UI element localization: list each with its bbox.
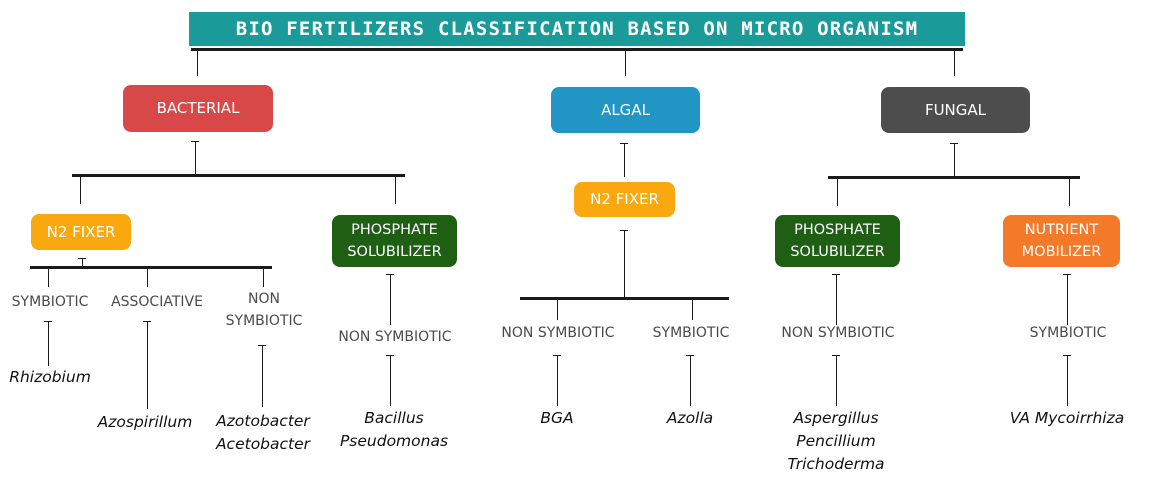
connector-bga	[557, 355, 558, 406]
fungal-phosphate-nonsym-label: NON SYMBIOTIC	[781, 325, 895, 341]
connector-associative-species	[147, 321, 148, 409]
algal-n2-fixer-box: N2 FIXER	[574, 182, 675, 217]
fungal-phosphate-box: PHOSPHATE SOLUBILIZER	[775, 215, 900, 267]
bact-symbiotic-label: SYMBIOTIC	[11, 294, 89, 310]
tick-aspergillus	[832, 355, 840, 356]
bacterial-box: BACTERIAL	[123, 85, 273, 132]
connector-bact-n2	[80, 177, 81, 204]
connector-algal-n2-down	[624, 230, 625, 297]
species-azospirillum: Azospirillum	[97, 413, 193, 431]
connector-bact-phosphate	[395, 177, 396, 204]
tick-azolla	[686, 355, 694, 356]
bacterial-n2-fixer-box: N2 FIXER	[31, 214, 131, 250]
connector-fungal-phosphate-down	[836, 274, 837, 325]
connector-title-bacterial	[197, 50, 198, 76]
connector-va-mycoirrhiza	[1067, 355, 1068, 406]
tick-algal-n2	[620, 230, 628, 231]
connector-n2-down	[82, 258, 83, 267]
species-azolla: Azolla	[666, 409, 714, 427]
connector-title-fungal	[954, 50, 955, 76]
diagram-title: BIO FERTILIZERS CLASSIFICATION BASED ON …	[189, 12, 965, 46]
tick-fungal-phosphate	[832, 274, 840, 275]
connector-title-algal	[625, 50, 626, 76]
connector-n2-nonsymbiotic	[263, 269, 264, 287]
connector-azolla	[690, 355, 691, 406]
n2-split-bar	[30, 266, 272, 269]
connector-nonsym-species	[262, 345, 263, 407]
connector-fungal-down	[954, 143, 955, 176]
tick-nonsym	[258, 345, 266, 346]
tick-n2	[78, 258, 86, 259]
connector-algal-nonsym	[557, 300, 558, 320]
connector-aspergillus	[836, 355, 837, 406]
bact-nonsymbiotic-label: NON SYMBIOTIC	[225, 291, 303, 329]
algal-split-bar	[520, 297, 729, 300]
connector-fungal-nutrient-down	[1067, 274, 1068, 325]
bact-phosphate-nonsym-label: NON SYMBIOTIC	[338, 329, 452, 345]
species-bacillus-pseudomonas: Bacillus Pseudomonas	[339, 409, 449, 450]
tick-associative	[143, 321, 151, 322]
fungal-nutrient-box: NUTRIENT MOBILIZER	[1003, 215, 1120, 267]
fungal-split-bar	[828, 176, 1080, 179]
algal-nonsym-label: NON SYMBIOTIC	[501, 325, 615, 341]
tick-phosphate-species	[386, 355, 394, 356]
tick-fungal	[950, 143, 958, 144]
connector-symbiotic-species	[48, 321, 49, 366]
species-va-mycoirrhiza: VA Mycoirrhiza	[1009, 409, 1125, 427]
connector-fungal-nutrient	[1069, 179, 1070, 206]
species-azotobacter-acetobacter: Azotobacter Acetobacter	[215, 412, 311, 453]
connector-phosphate-species	[390, 355, 391, 406]
tick-fungal-nutrient	[1063, 274, 1071, 275]
tick-bacterial	[191, 141, 199, 142]
tick-va-mycoirrhiza	[1063, 355, 1071, 356]
tick-phosphate	[386, 274, 394, 275]
tick-algal	[620, 143, 628, 144]
algal-sym-label: SYMBIOTIC	[652, 325, 730, 341]
bact-associative-label: ASSOCIATIVE	[111, 294, 203, 310]
connector-algal-sym	[692, 300, 693, 320]
species-aspergillus-pencillium-trichoderma: Aspergillus Pencillium Trichoderma	[787, 409, 885, 473]
algal-box: ALGAL	[551, 87, 700, 133]
bacterial-phosphate-box: PHOSPHATE SOLUBILIZER	[332, 215, 457, 267]
title-bar-line	[191, 48, 963, 51]
tick-bga	[553, 355, 561, 356]
fungal-box: FUNGAL	[881, 87, 1030, 133]
connector-fungal-phosphate	[837, 179, 838, 206]
connector-n2-symbiotic	[48, 269, 49, 287]
connector-algal-down	[624, 143, 625, 177]
bacterial-split-bar	[72, 174, 405, 177]
connector-bacterial-down	[195, 141, 196, 175]
species-bga: BGA	[540, 409, 574, 427]
fungal-nutrient-sym-label: SYMBIOTIC	[1029, 325, 1107, 341]
tick-symbiotic	[44, 321, 52, 322]
connector-n2-associative	[147, 269, 148, 287]
species-rhizobium: Rhizobium	[9, 368, 91, 386]
connector-phosphate-down	[390, 274, 391, 325]
